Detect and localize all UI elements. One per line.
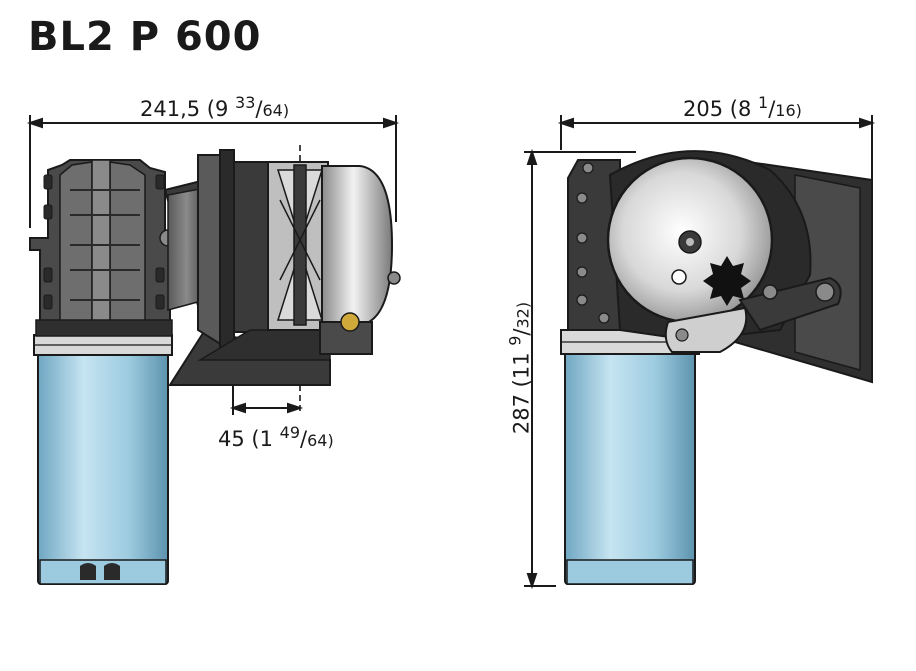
dimension-shaft-offset: 45 (1 49/64) <box>218 423 334 451</box>
dimension-overall-width-front: 205 (8 1/16) <box>683 93 802 121</box>
front-view <box>560 150 873 585</box>
dimension-overall-width-side: 241,5 (9 33/64) <box>140 93 290 121</box>
side-view <box>29 149 401 585</box>
dimension-lines <box>26 115 876 590</box>
product-title: BL2 P 600 <box>28 14 262 60</box>
